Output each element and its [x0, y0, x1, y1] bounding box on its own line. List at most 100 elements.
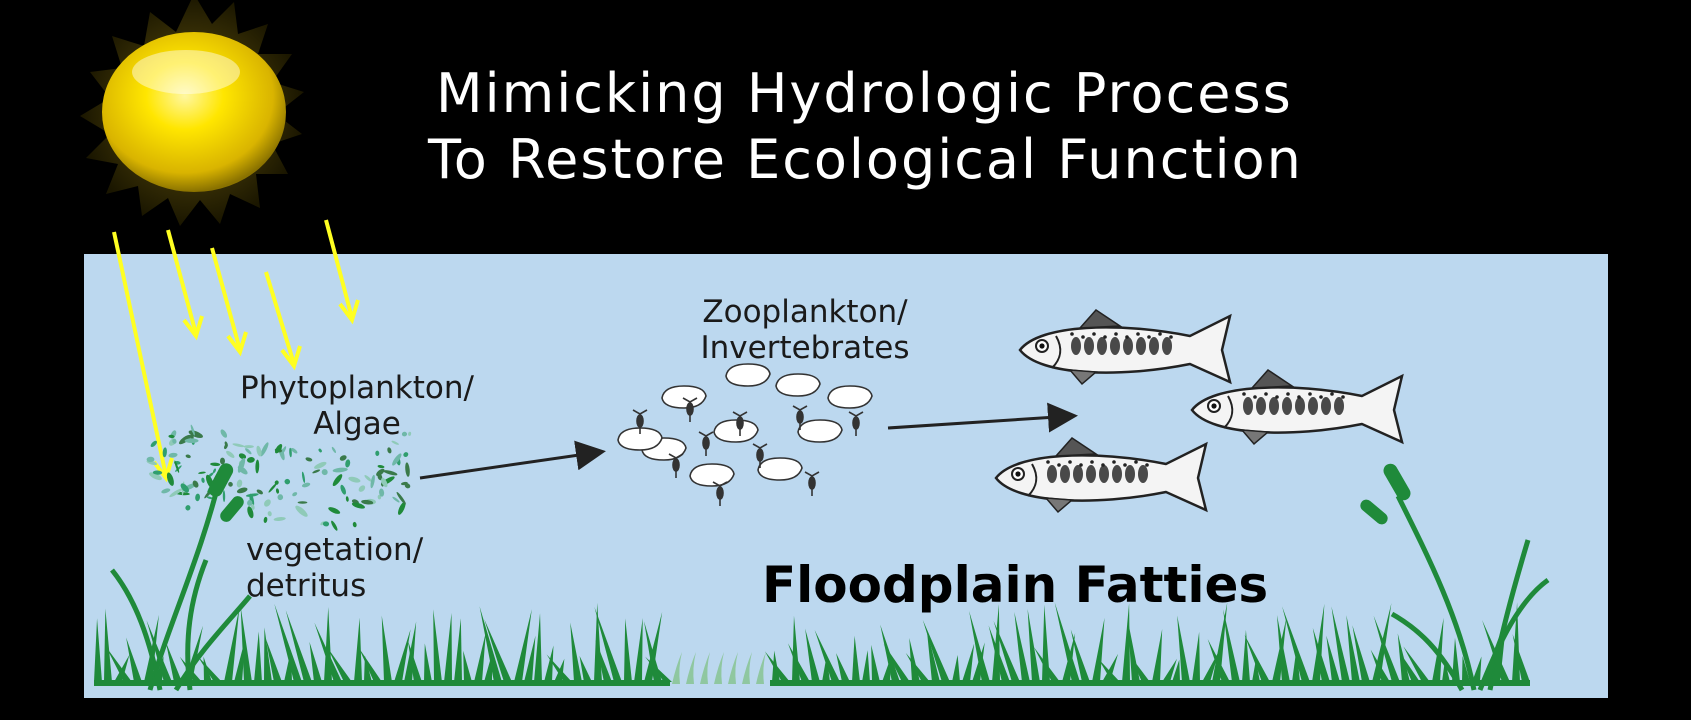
- grass-blade: [224, 607, 240, 682]
- algae-speck: [331, 446, 337, 453]
- algae-speck: [401, 431, 408, 437]
- ostracod: [713, 419, 759, 443]
- algae-speck: [180, 483, 190, 493]
- grass-blade-faded: [742, 652, 752, 684]
- grass-blade: [479, 606, 502, 682]
- grass-blade: [444, 612, 452, 682]
- algae-speck: [345, 496, 349, 502]
- algae-speck: [146, 456, 155, 463]
- grass-blade: [1397, 633, 1410, 682]
- algae-speck: [264, 499, 271, 507]
- grass-blade: [594, 606, 622, 682]
- algae-speck: [348, 476, 361, 483]
- phytoplankton-label-line1: Phytoplankton/: [240, 370, 474, 406]
- algae-speck: [226, 450, 235, 458]
- arrow-algae-to-zooplankton: [419, 440, 606, 480]
- algae-speck: [301, 482, 311, 488]
- grass-blade: [424, 643, 432, 682]
- grass-blade: [814, 629, 840, 682]
- grass-blade: [546, 654, 572, 682]
- copepod: [804, 471, 820, 496]
- algae-speck: [364, 475, 372, 482]
- copepod: [682, 397, 698, 422]
- algae-speck: [245, 493, 259, 497]
- grass-blade: [165, 642, 182, 682]
- algae-speck: [247, 506, 254, 519]
- copepod: [732, 411, 748, 436]
- grass-blade: [922, 619, 950, 682]
- copepod: [712, 481, 728, 506]
- algae-speck: [331, 520, 338, 531]
- algae-speck: [332, 474, 343, 487]
- algae-speck: [228, 481, 233, 487]
- algae-speck: [255, 459, 260, 474]
- grass-blade: [570, 622, 582, 682]
- algae-speck: [273, 517, 286, 521]
- algae-speck: [224, 443, 228, 450]
- algae-speck: [290, 447, 298, 454]
- grass-blade: [433, 609, 442, 682]
- algae-speck: [292, 492, 298, 497]
- grass-blade: [1482, 629, 1502, 682]
- algae-speck: [305, 457, 313, 462]
- algae-speck: [358, 485, 366, 492]
- fish-icon: [994, 309, 1404, 514]
- grass-blade: [524, 635, 536, 682]
- algae-speck: [260, 442, 269, 457]
- grass-blade: [764, 651, 790, 682]
- grass-blade: [645, 656, 672, 682]
- algae-speck: [289, 447, 292, 458]
- grass-blade: [822, 655, 830, 682]
- algae-speck: [247, 499, 253, 506]
- grass-blade: [394, 629, 411, 682]
- grass-blade: [1331, 606, 1350, 682]
- grass-blade: [1102, 653, 1119, 682]
- grass-icon: [94, 602, 1530, 684]
- grass-blade-faded: [728, 652, 738, 684]
- grass-blade: [1033, 647, 1060, 682]
- grass-blade: [474, 632, 486, 682]
- algae-speck: [184, 438, 199, 444]
- grass-blade: [254, 631, 262, 682]
- grass-blade: [1223, 609, 1240, 682]
- algae-icon: [146, 424, 412, 531]
- algae-speck: [178, 434, 191, 445]
- algae-speck: [312, 469, 321, 474]
- vegetation-label-line2: detritus: [246, 568, 367, 604]
- copepod: [698, 431, 714, 456]
- algae-speck: [391, 440, 399, 445]
- algae-speck: [263, 516, 268, 523]
- grass-blade: [1014, 611, 1030, 682]
- grass-blade-faded: [672, 652, 682, 684]
- grass-blade: [285, 610, 312, 682]
- title-line-1: Mimicking Hydrologic Process: [436, 62, 1293, 125]
- algae-speck: [213, 468, 216, 473]
- grass-blade: [407, 640, 422, 682]
- grass-blade: [534, 613, 542, 682]
- grass-blade: [644, 611, 663, 682]
- grass-blade: [1312, 603, 1325, 682]
- phytoplankton-label: Phytoplankton/ Algae: [172, 370, 542, 442]
- algae-speck: [405, 462, 410, 477]
- grass-blade: [94, 618, 102, 682]
- grass-blade: [1130, 655, 1150, 682]
- fish: [1018, 309, 1232, 386]
- grass-blade: [327, 647, 352, 682]
- grass-blade: [1242, 629, 1250, 682]
- grass-blade: [644, 621, 662, 682]
- grass-blade: [234, 638, 246, 682]
- grass-blade: [381, 615, 392, 682]
- algae-speck: [408, 431, 412, 436]
- grass-blade: [1054, 602, 1080, 682]
- algae-speck: [267, 511, 272, 517]
- grass-blade: [1122, 603, 1130, 682]
- algae-speck: [370, 474, 375, 489]
- ostracod: [775, 373, 821, 397]
- algae-speck: [150, 440, 157, 448]
- grass-blade-faded: [700, 652, 710, 684]
- grass-blade: [595, 639, 612, 682]
- grass-blade: [579, 655, 592, 682]
- algae-speck: [237, 465, 248, 475]
